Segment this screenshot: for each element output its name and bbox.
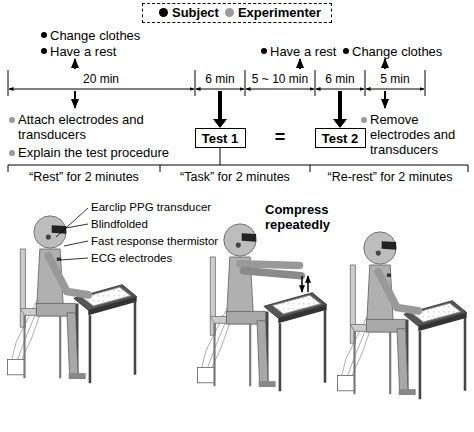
legend-text: Subject <box>172 5 219 20</box>
equals-sign: = <box>275 127 286 147</box>
step-note: Remove electrodes and transducers <box>370 112 470 157</box>
dimension: 20 min <box>83 72 119 87</box>
action-label: Compress repeatedly <box>265 202 355 232</box>
phase-label: “Rest” for 2 minutes <box>29 170 139 185</box>
dimension: 5 min <box>380 72 409 87</box>
step-note: Change clothes <box>50 28 140 43</box>
step-note: Change clothes <box>352 44 442 59</box>
test-label: Test 1 <box>202 131 239 146</box>
legend-text: Experimenter <box>238 5 321 20</box>
part-label: Earclip PPG transducer <box>91 200 211 215</box>
step-note: Attach electrodes and transducers <box>18 112 193 142</box>
part-label: Blindfolded <box>91 217 148 232</box>
step-note: Explain the test procedure <box>18 145 169 160</box>
legend-swatch <box>225 8 234 17</box>
dimension: 6 min <box>205 72 234 87</box>
dimension: 6 min <box>325 72 354 87</box>
dimension: 5 ~ 10 min <box>252 72 308 87</box>
phase-label: “Re-rest” for 2 minutes <box>327 170 452 185</box>
test-label: Test 2 <box>322 131 359 146</box>
step-note: Have a rest <box>50 44 116 59</box>
legend-swatch <box>159 8 168 17</box>
phase-label: “Task” for 2 minutes <box>180 170 290 185</box>
step-note: Have a rest <box>270 44 336 59</box>
test-box: Test 1 <box>195 128 246 148</box>
part-label: ECG electrodes <box>91 251 172 266</box>
test-box: Test 2 <box>315 128 366 148</box>
legend: Subject Experimenter <box>142 3 332 23</box>
part-label: Fast response thermistor <box>91 234 218 249</box>
